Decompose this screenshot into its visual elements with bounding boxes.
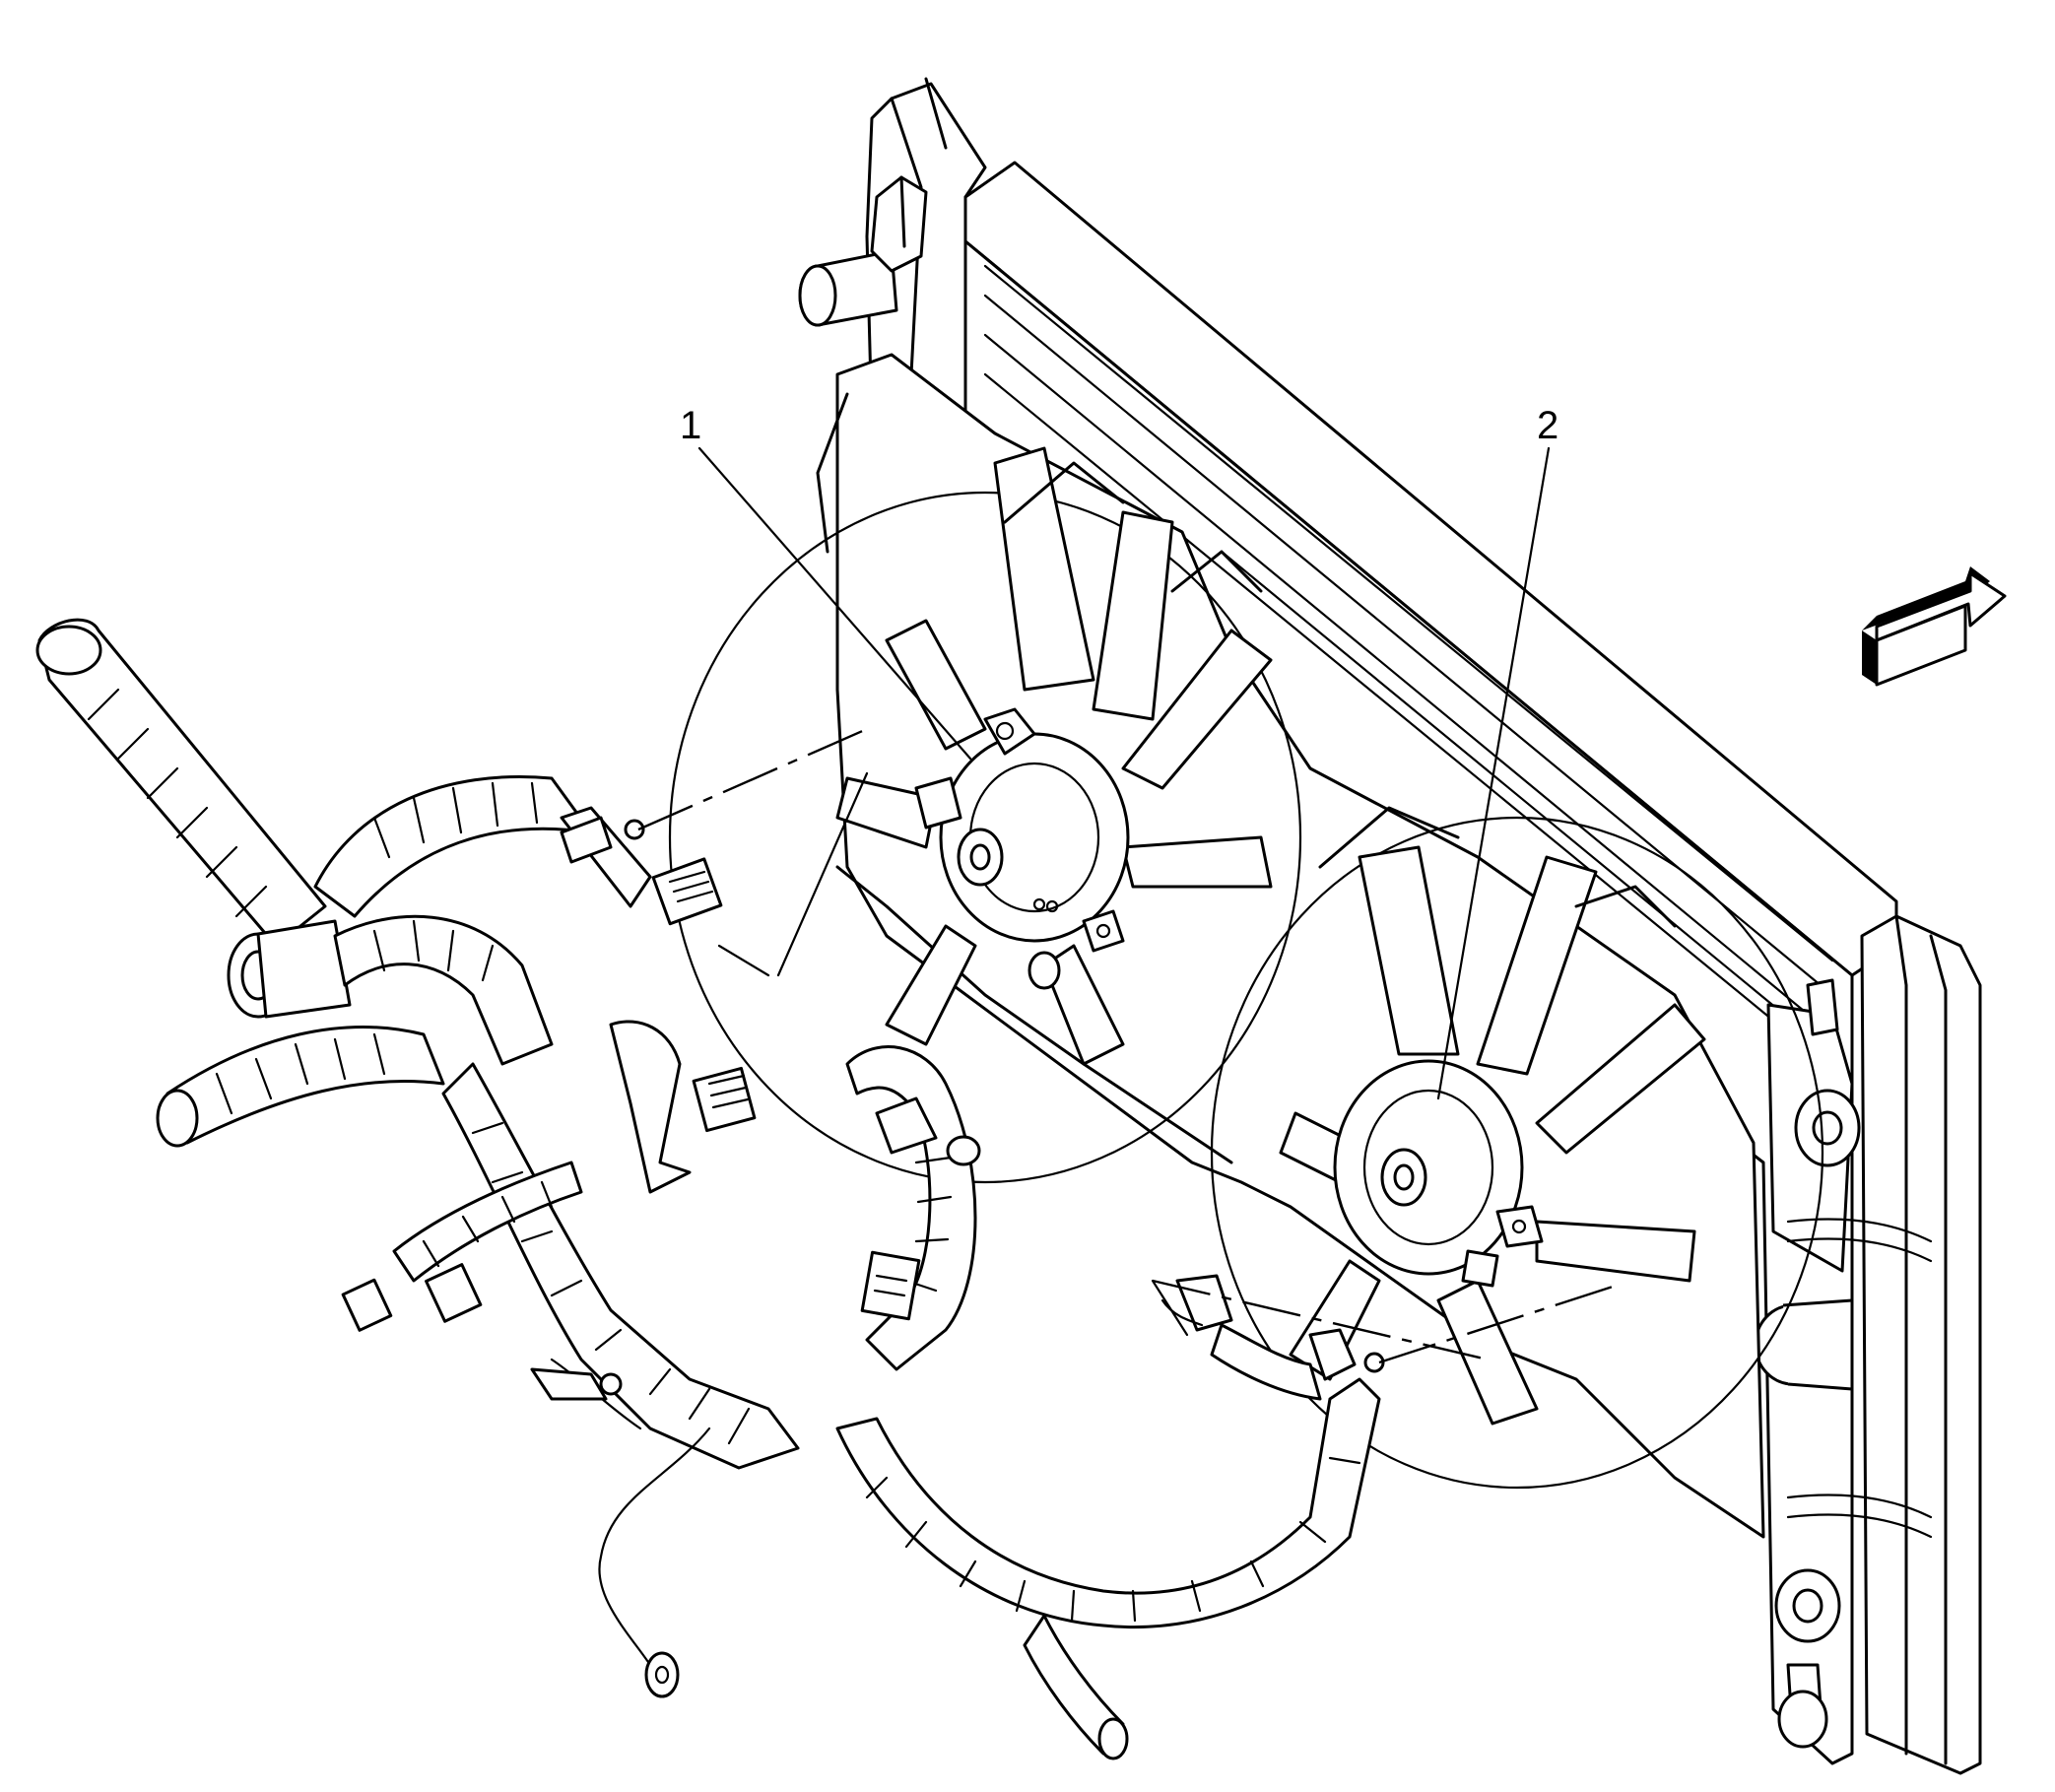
fan-2-motor: [1333, 1059, 1524, 1276]
fan-2-blades: [1279, 806, 1706, 1426]
fan-1-blades: [835, 446, 1273, 1066]
callout-1: 1: [680, 404, 972, 761]
callout-1-label: 1: [680, 404, 701, 447]
wiring-harness: [35, 618, 1385, 1760]
assembly-guide-lines: [637, 727, 1617, 1364]
cooling-fan-1: [835, 446, 1273, 1066]
cooling-fan-2: [1279, 806, 1706, 1426]
callout-2: 2: [1436, 404, 1558, 1100]
direction-arrow-icon: [1862, 566, 2007, 687]
callout-2-label: 2: [1537, 404, 1558, 447]
